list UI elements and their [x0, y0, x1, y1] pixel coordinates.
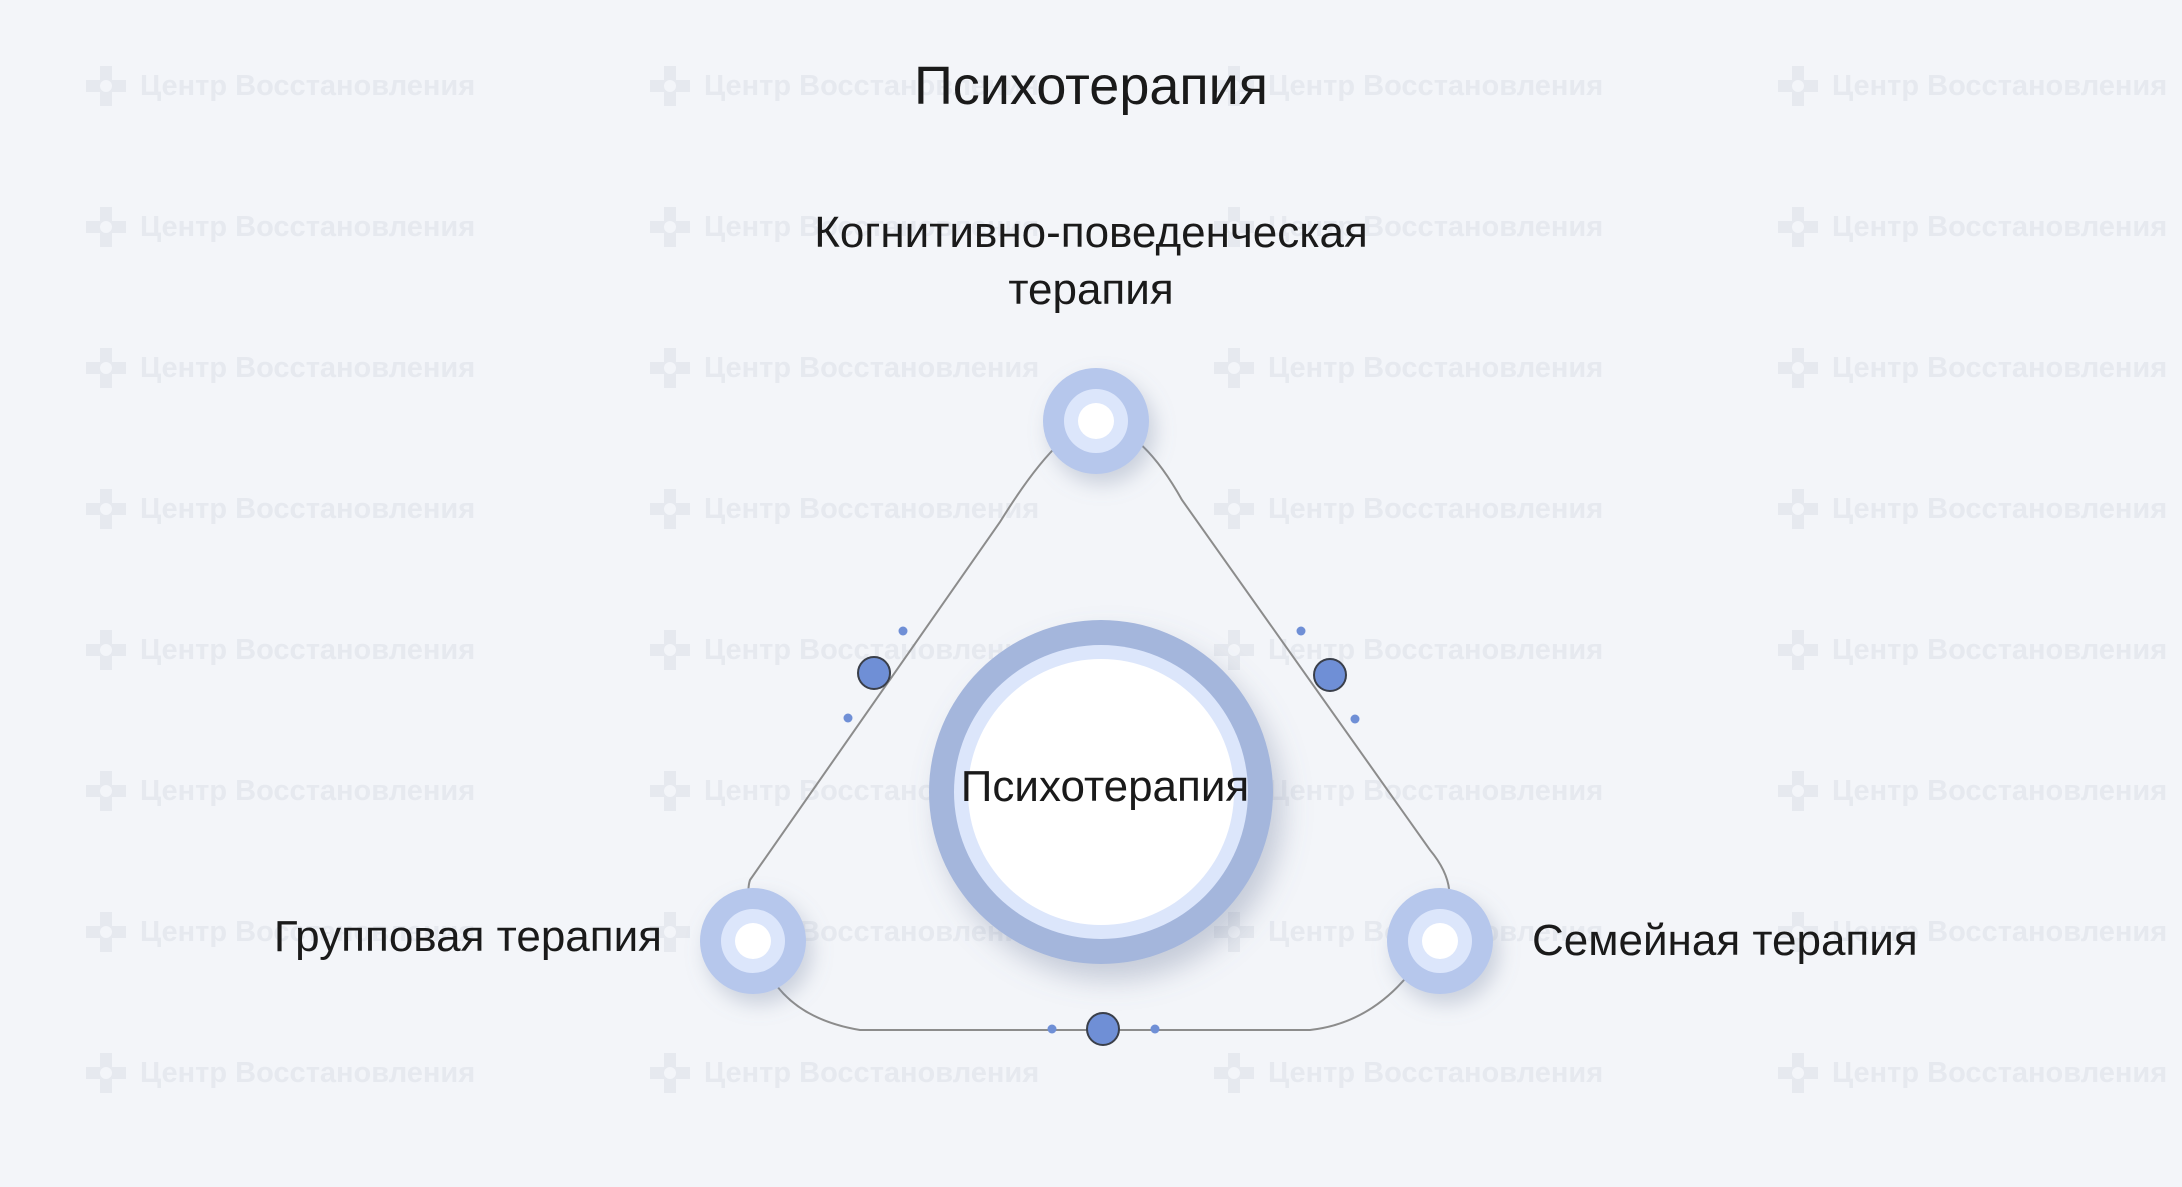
accent-dot — [843, 713, 853, 723]
center-label: Психотерапия — [960, 762, 1250, 811]
node-top-label-line2: терапия — [1008, 265, 1174, 314]
accent-dot — [1047, 1024, 1057, 1034]
midpoint-marker-right — [1313, 658, 1347, 692]
node-top — [1043, 368, 1149, 474]
accent-dot — [1150, 1024, 1160, 1034]
midpoint-marker-bottom — [1086, 1012, 1120, 1046]
connector-loop — [747, 421, 1451, 1031]
accent-dot — [898, 626, 908, 636]
center-node — [929, 620, 1273, 964]
node-right-label: Семейная терапия — [1532, 916, 1918, 965]
node-right — [1387, 888, 1493, 994]
node-left-label: Групповая терапия — [273, 912, 662, 961]
accent-dot — [1350, 714, 1360, 724]
node-left — [700, 888, 806, 994]
page-title: Психотерапия — [913, 56, 1269, 116]
node-top-label: Когнитивно-поведенческая терапия — [791, 204, 1391, 318]
accent-dot — [1296, 626, 1306, 636]
midpoint-marker-left — [857, 656, 891, 690]
node-top-label-line1: Когнитивно-поведенческая — [814, 208, 1368, 257]
